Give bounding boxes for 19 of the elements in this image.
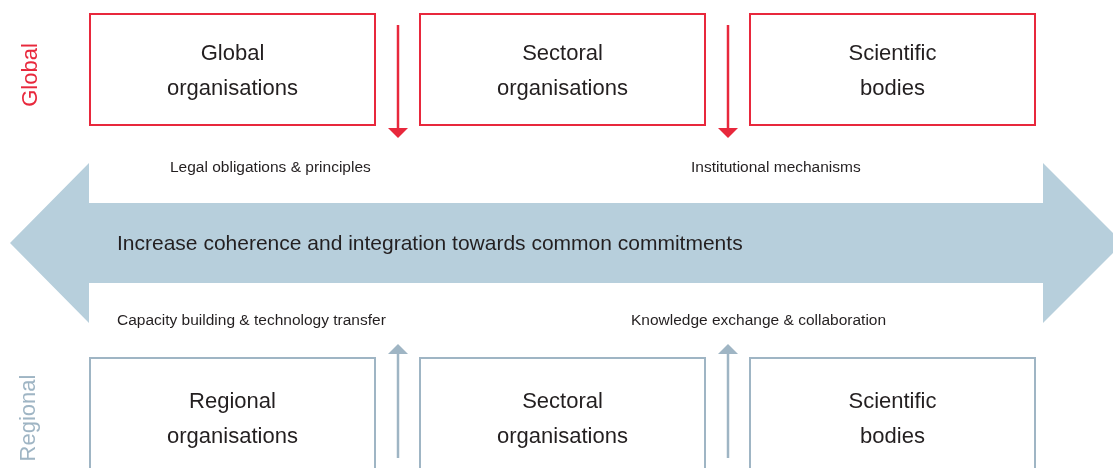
mechanism-label: Knowledge exchange & collaboration: [631, 310, 887, 330]
organisation-box: [89, 13, 376, 126]
box-label: Regional organisations: [166, 387, 299, 450]
organisation-box: [749, 357, 1036, 468]
organisation-box: [419, 13, 706, 126]
box-label: Scientific bodies: [847, 38, 938, 102]
organisation-box: [89, 357, 376, 468]
box-label: Scientific bodies: [847, 387, 938, 450]
box-label: Global organisations: [166, 38, 299, 102]
box-label: Sectoral organisations: [496, 38, 629, 102]
organisation-box: [749, 13, 1036, 126]
level-label: Global: [17, 43, 43, 107]
band-label: Increase coherence and integration towards common commitments: [117, 230, 743, 256]
box-label: Sectoral organisations: [496, 387, 629, 450]
level-label: Regional: [15, 374, 41, 462]
organisation-box: [419, 357, 706, 468]
mechanism-label: Legal obligations & principles: [170, 157, 371, 177]
mechanism-label: Capacity building & technology transfer: [117, 310, 386, 330]
mechanism-label: Institutional mechanisms: [691, 157, 861, 177]
